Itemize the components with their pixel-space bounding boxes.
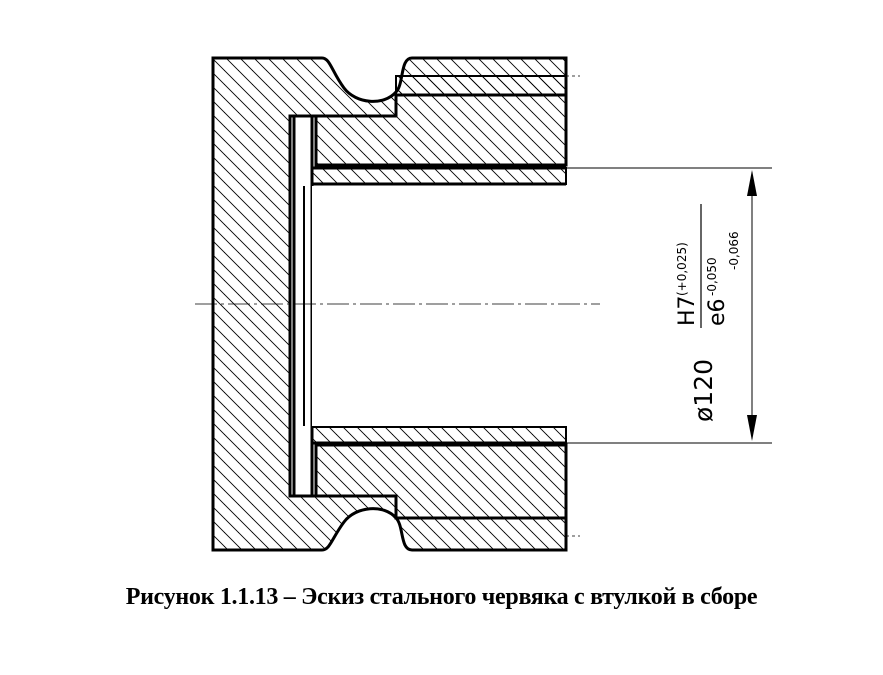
bushing-lower-section [314,443,568,520]
shaft-tol-lower-label: -0,066 [727,231,741,270]
worm-body-section [211,56,568,552]
arrow-bottom [747,415,757,441]
hole-tolerance-label: (+0,025) [675,242,689,296]
bore-opening [312,186,566,426]
dimension-label-group: ø120 H7 (+0,025) e6 -0,050 -0,066 [675,204,741,422]
shaft-fit-label: e6 [705,298,730,326]
diameter-label: ø120 [689,359,718,422]
hole-fit-label: H7 [675,295,700,326]
shaft-tol-upper-label: -0,050 [705,257,719,296]
figure-caption: Рисунок 1.1.13 – Эскиз стального червяка… [125,584,758,610]
upper-stripe [395,75,567,96]
arrow-top [747,170,757,196]
sleeve-bottom-hatch [311,426,567,444]
sleeve-top-hatch [311,167,567,185]
bushing-upper-section [314,93,568,167]
